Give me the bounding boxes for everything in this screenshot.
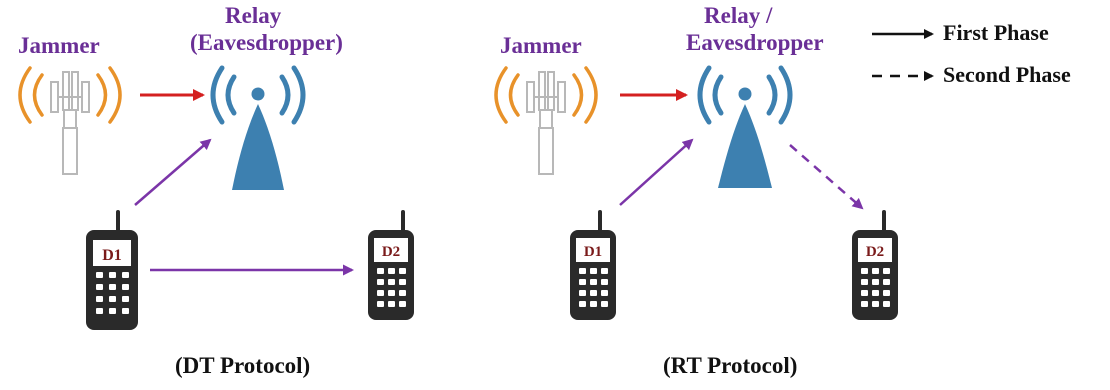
left-jammer-label: Jammer bbox=[18, 33, 100, 58]
right-jammer-tower-icon bbox=[494, 66, 598, 175]
left-d1-to-relay-arrow bbox=[134, 138, 212, 206]
left-d1-phone-icon: D1 bbox=[86, 210, 138, 330]
right-d1-to-relay-arrow bbox=[619, 138, 694, 206]
left-relay-label-line1: Relay bbox=[225, 3, 282, 28]
left-d2-phone-icon: D2 bbox=[368, 210, 414, 320]
left-relay-label-line2: (Eavesdropper) bbox=[190, 30, 343, 55]
right-d1-label: D1 bbox=[584, 244, 602, 260]
left-relay-antenna-icon bbox=[210, 65, 306, 190]
right-relay-antenna-icon bbox=[697, 65, 793, 188]
right-d1-phone-icon: D1 bbox=[570, 210, 616, 320]
right-d2-phone-icon: D2 bbox=[852, 210, 898, 320]
left-d1-label: D1 bbox=[102, 247, 122, 264]
right-relay-to-d2-arrow bbox=[789, 144, 864, 210]
legend-first-phase-label: First Phase bbox=[943, 20, 1049, 45]
right-jammer-label: Jammer bbox=[500, 33, 582, 58]
right-d2-label: D2 bbox=[866, 244, 884, 260]
left-d2-label: D2 bbox=[382, 244, 400, 260]
right-relay-label-line1: Relay / bbox=[704, 3, 773, 28]
right-relay-label-line2: Eavesdropper bbox=[686, 30, 824, 55]
right-caption: (RT Protocol) bbox=[663, 353, 798, 378]
left-caption: (DT Protocol) bbox=[175, 353, 311, 378]
legend-second-phase-label: Second Phase bbox=[943, 62, 1071, 87]
left-jammer-tower-icon bbox=[18, 66, 122, 175]
